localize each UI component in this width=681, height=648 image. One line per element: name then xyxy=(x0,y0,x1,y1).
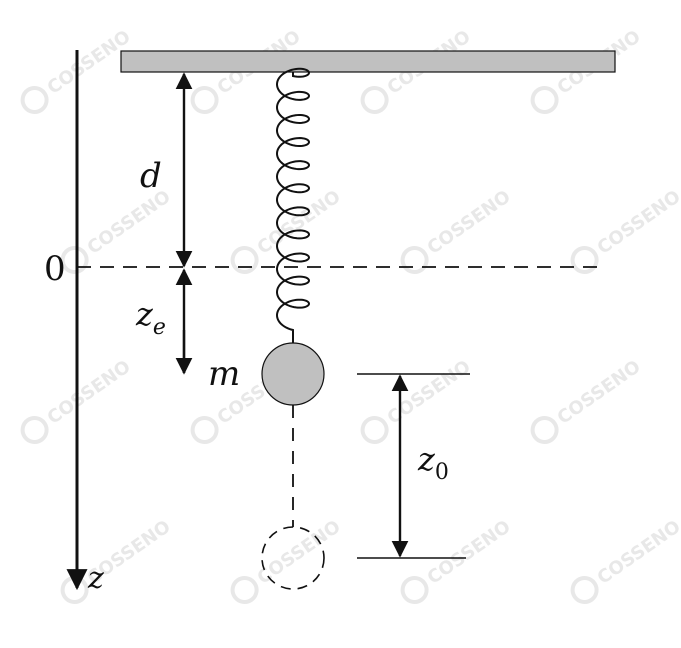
watermark-text: COSSENO xyxy=(254,186,345,258)
ze-label: ze xyxy=(135,295,166,340)
displaced-mass-outline xyxy=(261,526,325,590)
watermark-mark: COSSENO xyxy=(60,516,175,604)
z0-label-sub: 0 xyxy=(435,460,449,485)
d-label: d xyxy=(140,156,162,196)
watermark-text: COSSENO xyxy=(384,356,475,428)
watermark-ring xyxy=(530,415,559,444)
watermark-ring xyxy=(360,415,389,444)
watermark-ring xyxy=(190,415,219,444)
mass-ball xyxy=(261,342,325,406)
watermark-ring xyxy=(20,415,49,444)
watermark-text: COSSENO xyxy=(594,186,681,258)
watermark-ring xyxy=(360,85,389,114)
watermark-mark: COSSENO xyxy=(530,356,645,444)
watermark-mark: COSSENO xyxy=(230,186,345,274)
watermark-ring xyxy=(570,575,599,604)
watermark-text: COSSENO xyxy=(424,186,515,258)
watermark-ring xyxy=(230,245,259,274)
watermark-ring xyxy=(20,85,49,114)
watermark-ring xyxy=(230,575,259,604)
mass-label: m xyxy=(208,354,240,394)
watermark-mark: COSSENO xyxy=(570,186,681,274)
watermark-ring xyxy=(530,85,559,114)
watermark-ring xyxy=(400,575,429,604)
watermark-ring xyxy=(400,245,429,274)
ze-label-main: z xyxy=(135,295,154,333)
watermark-text: COSSENO xyxy=(44,356,135,428)
ceiling-support xyxy=(120,50,616,73)
watermark-ring xyxy=(60,245,89,274)
watermark: COSSENO COSSENO COSSENO COSSENO COSSENO COSSE… xyxy=(20,26,681,604)
origin-label: 0 xyxy=(44,249,66,289)
z0-label-main: z xyxy=(417,440,436,478)
spring xyxy=(275,67,311,343)
watermark-ring xyxy=(570,245,599,274)
watermark-text: COSSENO xyxy=(594,516,681,588)
watermark-mark: COSSENO xyxy=(570,516,681,604)
watermark-mark: COSSENO xyxy=(360,356,475,444)
z0-label: z0 xyxy=(417,440,449,485)
watermark-text: COSSENO xyxy=(424,516,515,588)
watermark-text: COSSENO xyxy=(254,516,345,588)
watermark-mark: COSSENO xyxy=(400,516,515,604)
watermark-text: COSSENO xyxy=(84,186,175,258)
watermark-ring xyxy=(190,85,219,114)
watermark-ring xyxy=(60,575,89,604)
watermark-mark: COSSENO xyxy=(60,186,175,274)
ze-label-sub: e xyxy=(153,315,166,340)
z-axis-label: z xyxy=(87,561,104,596)
watermark-text: COSSENO xyxy=(554,356,645,428)
watermark-mark: COSSENO xyxy=(400,186,515,274)
